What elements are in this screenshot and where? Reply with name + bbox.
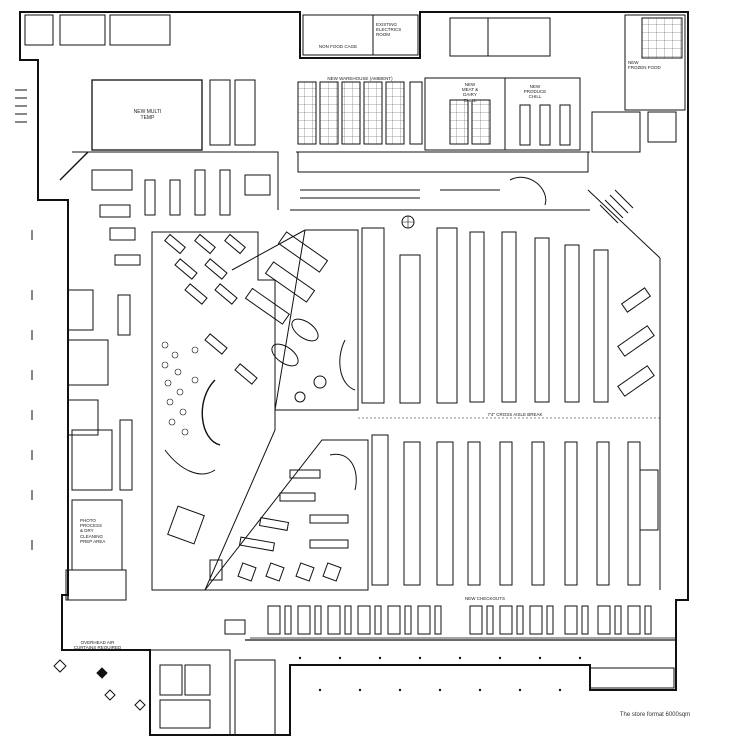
entrance-block <box>149 649 231 736</box>
building-outline <box>19 11 689 736</box>
label-produce-chill: NEW PRODUCE CHILL <box>523 84 547 100</box>
label-photo-process: PHOTO PROCESS & DRY CLEANING PREP AREA <box>80 518 106 544</box>
label-new-checkouts: NEW CHECKOUTS <box>464 596 505 601</box>
room-top-left-1 <box>24 14 54 46</box>
room-top-left-2 <box>59 14 106 46</box>
label-multi-temp: NEW MULTI TEMP <box>133 109 162 121</box>
planter-markers <box>53 659 146 711</box>
frozen-food-room <box>624 14 686 111</box>
label-overhead-air: OVERHEAD AIR CURTAINS REQUIRED <box>73 640 122 651</box>
room-top-mid-1 <box>449 17 489 57</box>
inner-wall-mid <box>290 151 590 211</box>
multi-temp-room <box>91 79 203 151</box>
checkout-lanes <box>267 605 652 635</box>
left-service-counters <box>65 289 133 601</box>
produce-tables <box>244 231 356 403</box>
curved-counter <box>201 379 221 446</box>
left-back-gondolas <box>91 169 271 266</box>
exterior-fins <box>15 89 33 550</box>
inner-wall-top <box>72 151 279 210</box>
room-top-left-3 <box>109 14 171 46</box>
racking-multi-1 <box>209 79 231 146</box>
produce-chill-room <box>504 77 581 151</box>
label-frozen-food: NEW FROZEN FOOD <box>628 60 661 71</box>
footer-caption: The store format 6000sqm <box>619 712 691 718</box>
label-meat-dairy: NEW MEAT & DAIRY CHILL <box>461 82 479 103</box>
fresh-area-boundary <box>151 231 276 591</box>
upper-aisles <box>361 227 609 404</box>
island-unit <box>167 505 205 545</box>
counter-band <box>297 151 589 173</box>
chill-racking <box>449 99 491 145</box>
lower-aisles <box>371 434 659 586</box>
cafe-seating <box>161 341 199 436</box>
lower-promo-fixtures <box>237 453 357 582</box>
warehouse-racking <box>297 81 423 145</box>
label-non-food-cage: NON FOOD CAGE <box>318 44 358 49</box>
frozen-food-grid <box>641 17 683 59</box>
electrics-room <box>372 14 419 56</box>
columns <box>298 656 582 692</box>
diagonal-fixtures-left <box>164 233 258 385</box>
stairs <box>599 189 634 224</box>
right-diagonal-wall <box>587 189 661 259</box>
racking-multi-2 <box>234 79 256 146</box>
room-right-service <box>591 111 641 153</box>
label-electrics-room: EXISTING ELECTRICS ROOM <box>376 22 402 38</box>
right-diagonal-displays <box>617 287 655 397</box>
right-lobby <box>589 667 675 689</box>
lower-promo-boundary <box>203 439 369 591</box>
label-warehouse: NEW WAREHOUSE (AMBIENT) <box>327 76 393 81</box>
label-cross-aisle: 7'4" CROSS AISLE BREAK <box>487 412 543 417</box>
room-top-mid-2 <box>487 17 551 57</box>
